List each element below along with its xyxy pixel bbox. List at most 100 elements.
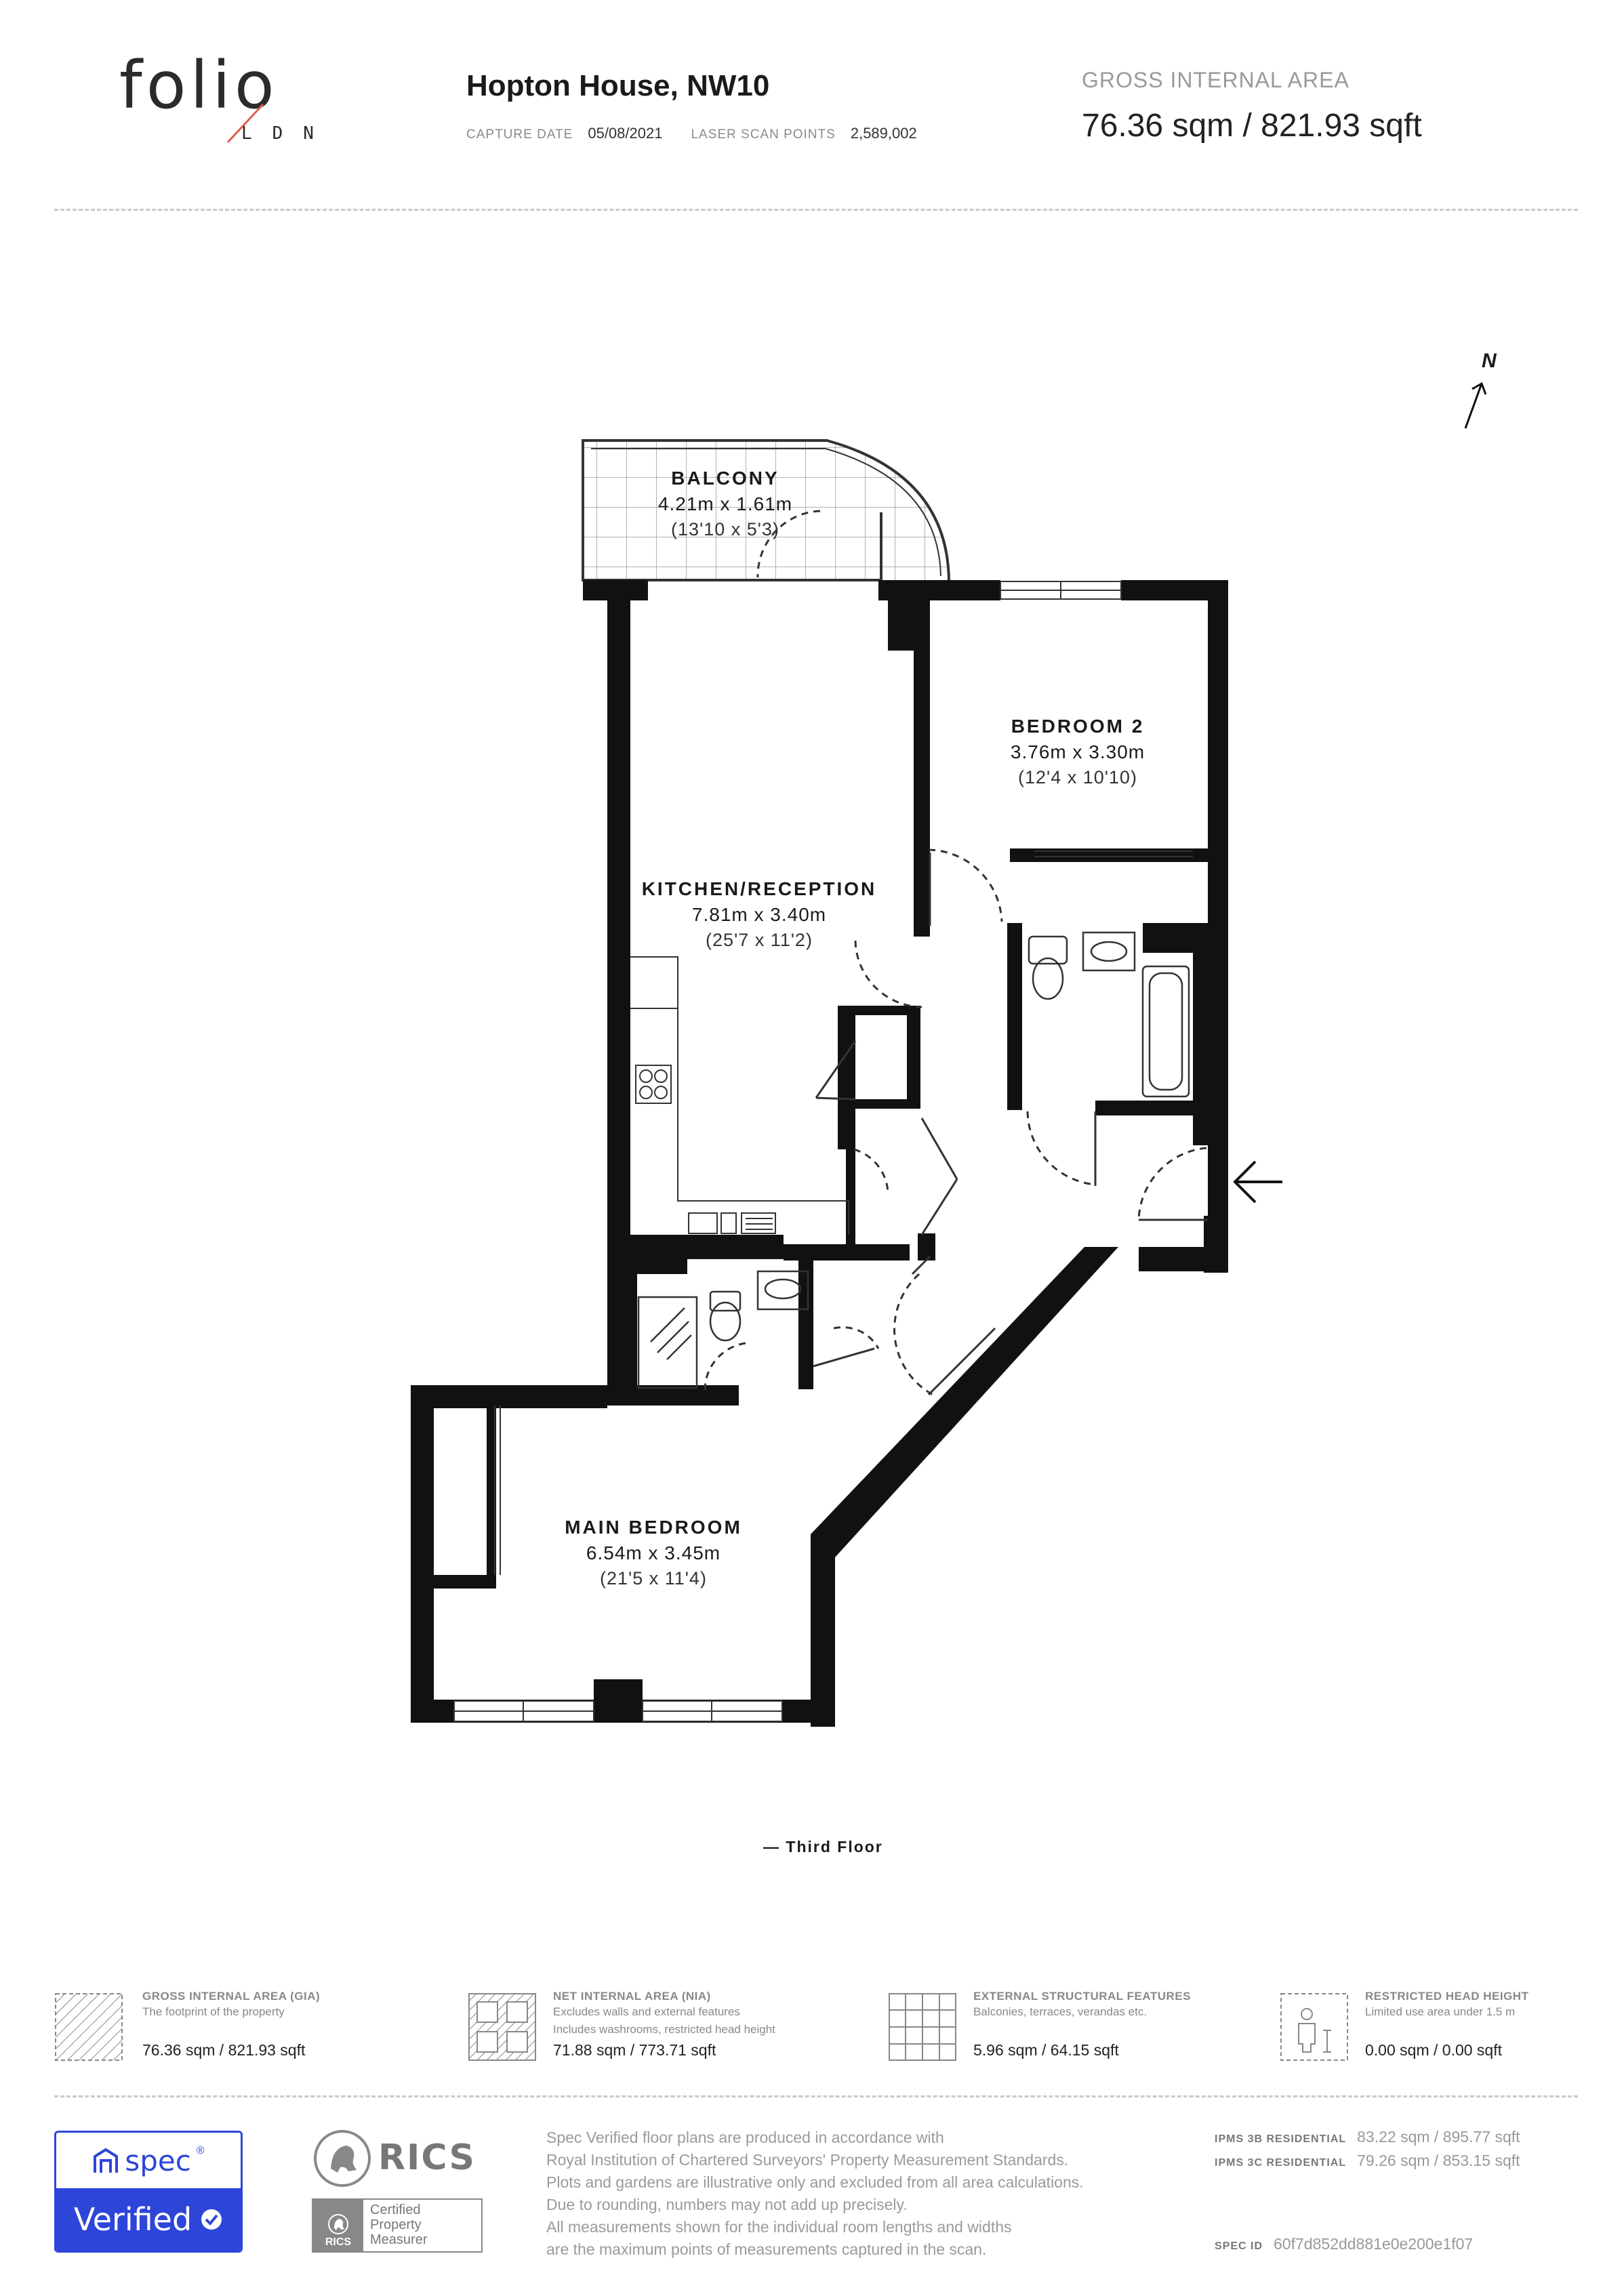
legend-title: RESTRICTED HEAD HEIGHT <box>1365 1990 1529 2003</box>
room-imperial: (13'10 x 5'3) <box>671 519 779 539</box>
legend-desc: Balconies, terraces, verandas etc. <box>973 2005 1148 2018</box>
room-label-balcony: BALCONY 4.21m x 1.61m (13'10 x 5'3) <box>637 468 813 540</box>
legend-desc-2: Includes washrooms, restricted head heig… <box>553 2023 775 2036</box>
wardrobes <box>494 850 1193 1575</box>
room-name: BEDROOM 2 <box>1011 716 1145 737</box>
scan-points-label: LASER SCAN POINTS <box>691 127 836 142</box>
ipms-block: IPMS 3B RESIDENTIAL 83.22 sqm / 895.77 s… <box>1215 2128 1567 2253</box>
rics-certified-block: RICS Certified Property Measurer <box>312 2198 483 2253</box>
grid-square-icon <box>889 1993 956 2061</box>
legend-title: NET INTERNAL AREA (NIA) <box>553 1990 711 2003</box>
legend-value: 71.88 sqm / 773.71 sqft <box>553 2041 716 2059</box>
header-divider <box>54 209 1578 211</box>
disclaimer-line: Spec Verified floor plans are produced i… <box>546 2129 944 2146</box>
legend-desc: Limited use area under 1.5 m <box>1365 2005 1516 2018</box>
north-label: N <box>1482 350 1497 372</box>
spec-top: spec ® <box>56 2133 241 2188</box>
room-name: MAIN BEDROOM <box>565 1517 742 1538</box>
hatched-square-icon <box>55 1993 123 2061</box>
check-circle-icon <box>201 2209 222 2230</box>
legend-desc: Excludes walls and external features <box>553 2005 740 2018</box>
legend-external: EXTERNAL STRUCTURAL FEATURES Balconies, … <box>973 1990 1191 2059</box>
ipms-3c-value: 79.26 sqm / 853.15 sqft <box>1357 2152 1520 2169</box>
entrance-arrow-icon <box>1233 1160 1282 1204</box>
spec-id-row: SPEC ID 60f7d852dd881e0e200e1f07 <box>1215 2235 1567 2253</box>
spec-reg: ® <box>196 2145 205 2156</box>
scan-points: 2,589,002 <box>850 125 917 142</box>
logo-word: folio <box>119 47 279 123</box>
disclaimer-line: Royal Institution of Chartered Surveyors… <box>546 2151 1069 2169</box>
legend-restricted: RESTRICTED HEAD HEIGHT Limited use area … <box>1365 1990 1528 2059</box>
disclaimer-line: Due to rounding, numbers may not add up … <box>546 2196 908 2213</box>
room-imperial: (21'5 x 11'4) <box>600 1568 707 1588</box>
floor-label: — Third Floor <box>763 1838 883 1856</box>
ipms-3b-label: IPMS 3B RESIDENTIAL <box>1215 2133 1347 2145</box>
legend-value: 0.00 sqm / 0.00 sqft <box>1365 2041 1503 2059</box>
rics-small-lion-icon <box>328 2214 348 2234</box>
spec-word: spec <box>125 2144 191 2177</box>
legend-desc: The footprint of the property <box>142 2005 285 2018</box>
capture-meta: CAPTURE DATE 05/08/2021 LASER SCAN POINT… <box>466 125 917 142</box>
spec-verified-badge: spec ® Verified <box>54 2131 243 2253</box>
room-imperial: (25'7 x 11'2) <box>706 930 813 950</box>
legend: GROSS INTERNAL AREA (GIA) The footprint … <box>54 1990 1578 2071</box>
logo: folio LDN <box>119 47 323 149</box>
footer-disclaimer: Spec Verified floor plans are produced i… <box>546 2127 1197 2261</box>
doors <box>704 848 1207 1397</box>
rics-logo: RICS RICS Certified Property Measurer <box>312 2128 488 2253</box>
legend-nia: NET INTERNAL AREA (NIA) Excludes walls a… <box>553 1990 775 2059</box>
door-leaves <box>813 853 1208 1396</box>
legend-gia: GROSS INTERNAL AREA (GIA) The footprint … <box>142 1990 320 2059</box>
gia-value: 76.36 sqm / 821.93 sqft <box>1082 108 1422 144</box>
ipms-3c-row: IPMS 3C RESIDENTIAL 79.26 sqm / 853.15 s… <box>1215 2152 1567 2170</box>
disclaimer-line: are the maximum points of measurements c… <box>546 2240 987 2258</box>
legend-title: EXTERNAL STRUCTURAL FEATURES <box>973 1990 1191 2003</box>
person-height-icon <box>1280 1993 1348 2061</box>
gia-label: GROSS INTERNAL AREA <box>1082 68 1349 92</box>
verified-label: Verified <box>73 2201 192 2238</box>
north-arrow-icon <box>1464 382 1487 429</box>
capture-date: 05/08/2021 <box>588 125 663 142</box>
rics-small-logo: RICS <box>313 2200 363 2251</box>
rics-cert-line: Measurer <box>370 2232 428 2247</box>
spec-house-icon <box>94 2148 119 2173</box>
disclaimer-line: Plots and gardens are illustrative only … <box>546 2173 1084 2191</box>
room-imperial: (12'4 x 10'10) <box>1018 767 1137 787</box>
room-label-kitchen-reception: KITCHEN/RECEPTION 7.81m x 3.40m (25'7 x … <box>624 878 895 951</box>
legend-value: 5.96 sqm / 64.15 sqft <box>973 2041 1119 2059</box>
legend-title: GROSS INTERNAL AREA (GIA) <box>142 1990 321 2003</box>
room-label-main-bedroom: MAIN BEDROOM 6.54m x 3.45m (21'5 x 11'4) <box>538 1517 769 1589</box>
property-title: Hopton House, NW10 <box>466 69 770 102</box>
room-name: KITCHEN/RECEPTION <box>641 878 877 899</box>
legend-value: 76.36 sqm / 821.93 sqft <box>142 2041 306 2059</box>
room-metric: 6.54m x 3.45m <box>586 1542 721 1563</box>
balcony-area <box>582 439 951 584</box>
spec-bottom: Verified <box>56 2188 241 2251</box>
ipms-3b-row: IPMS 3B RESIDENTIAL 83.22 sqm / 895.77 s… <box>1215 2128 1567 2146</box>
rics-small-word: RICS <box>325 2236 352 2248</box>
windows <box>453 581 1122 1722</box>
nia-pattern-icon <box>468 1993 536 2061</box>
ipms-3c-label: IPMS 3C RESIDENTIAL <box>1215 2157 1347 2169</box>
rics-cert-text: Certified Property Measurer <box>363 2200 434 2251</box>
room-metric: 3.76m x 3.30m <box>1010 741 1145 762</box>
disclaimer-line: All measurements shown for the individua… <box>546 2218 1012 2236</box>
rics-lion-icon <box>314 2130 371 2187</box>
ipms-3b-value: 83.22 sqm / 895.77 sqft <box>1357 2128 1520 2146</box>
rics-word: RICS <box>378 2137 476 2178</box>
room-metric: 7.81m x 3.40m <box>691 904 827 925</box>
kitchen-counter <box>630 956 849 1235</box>
rics-cert-line: Property <box>370 2217 422 2232</box>
rics-cert-line: Certified <box>370 2202 421 2217</box>
logo-sub: LDN <box>241 123 334 144</box>
room-metric: 4.21m x 1.61m <box>657 493 793 514</box>
capture-date-label: CAPTURE DATE <box>466 127 573 142</box>
room-label-bedroom-2: BEDROOM 2 3.76m x 3.30m (12'4 x 10'10) <box>976 716 1179 788</box>
spec-id-value: 60f7d852dd881e0e200e1f07 <box>1274 2235 1474 2253</box>
spec-id-label: SPEC ID <box>1215 2240 1263 2252</box>
room-name: BALCONY <box>671 468 779 489</box>
bathroom-fixtures <box>637 931 1190 1389</box>
footer-divider <box>54 2095 1578 2097</box>
logo-slash-icon <box>226 103 264 144</box>
